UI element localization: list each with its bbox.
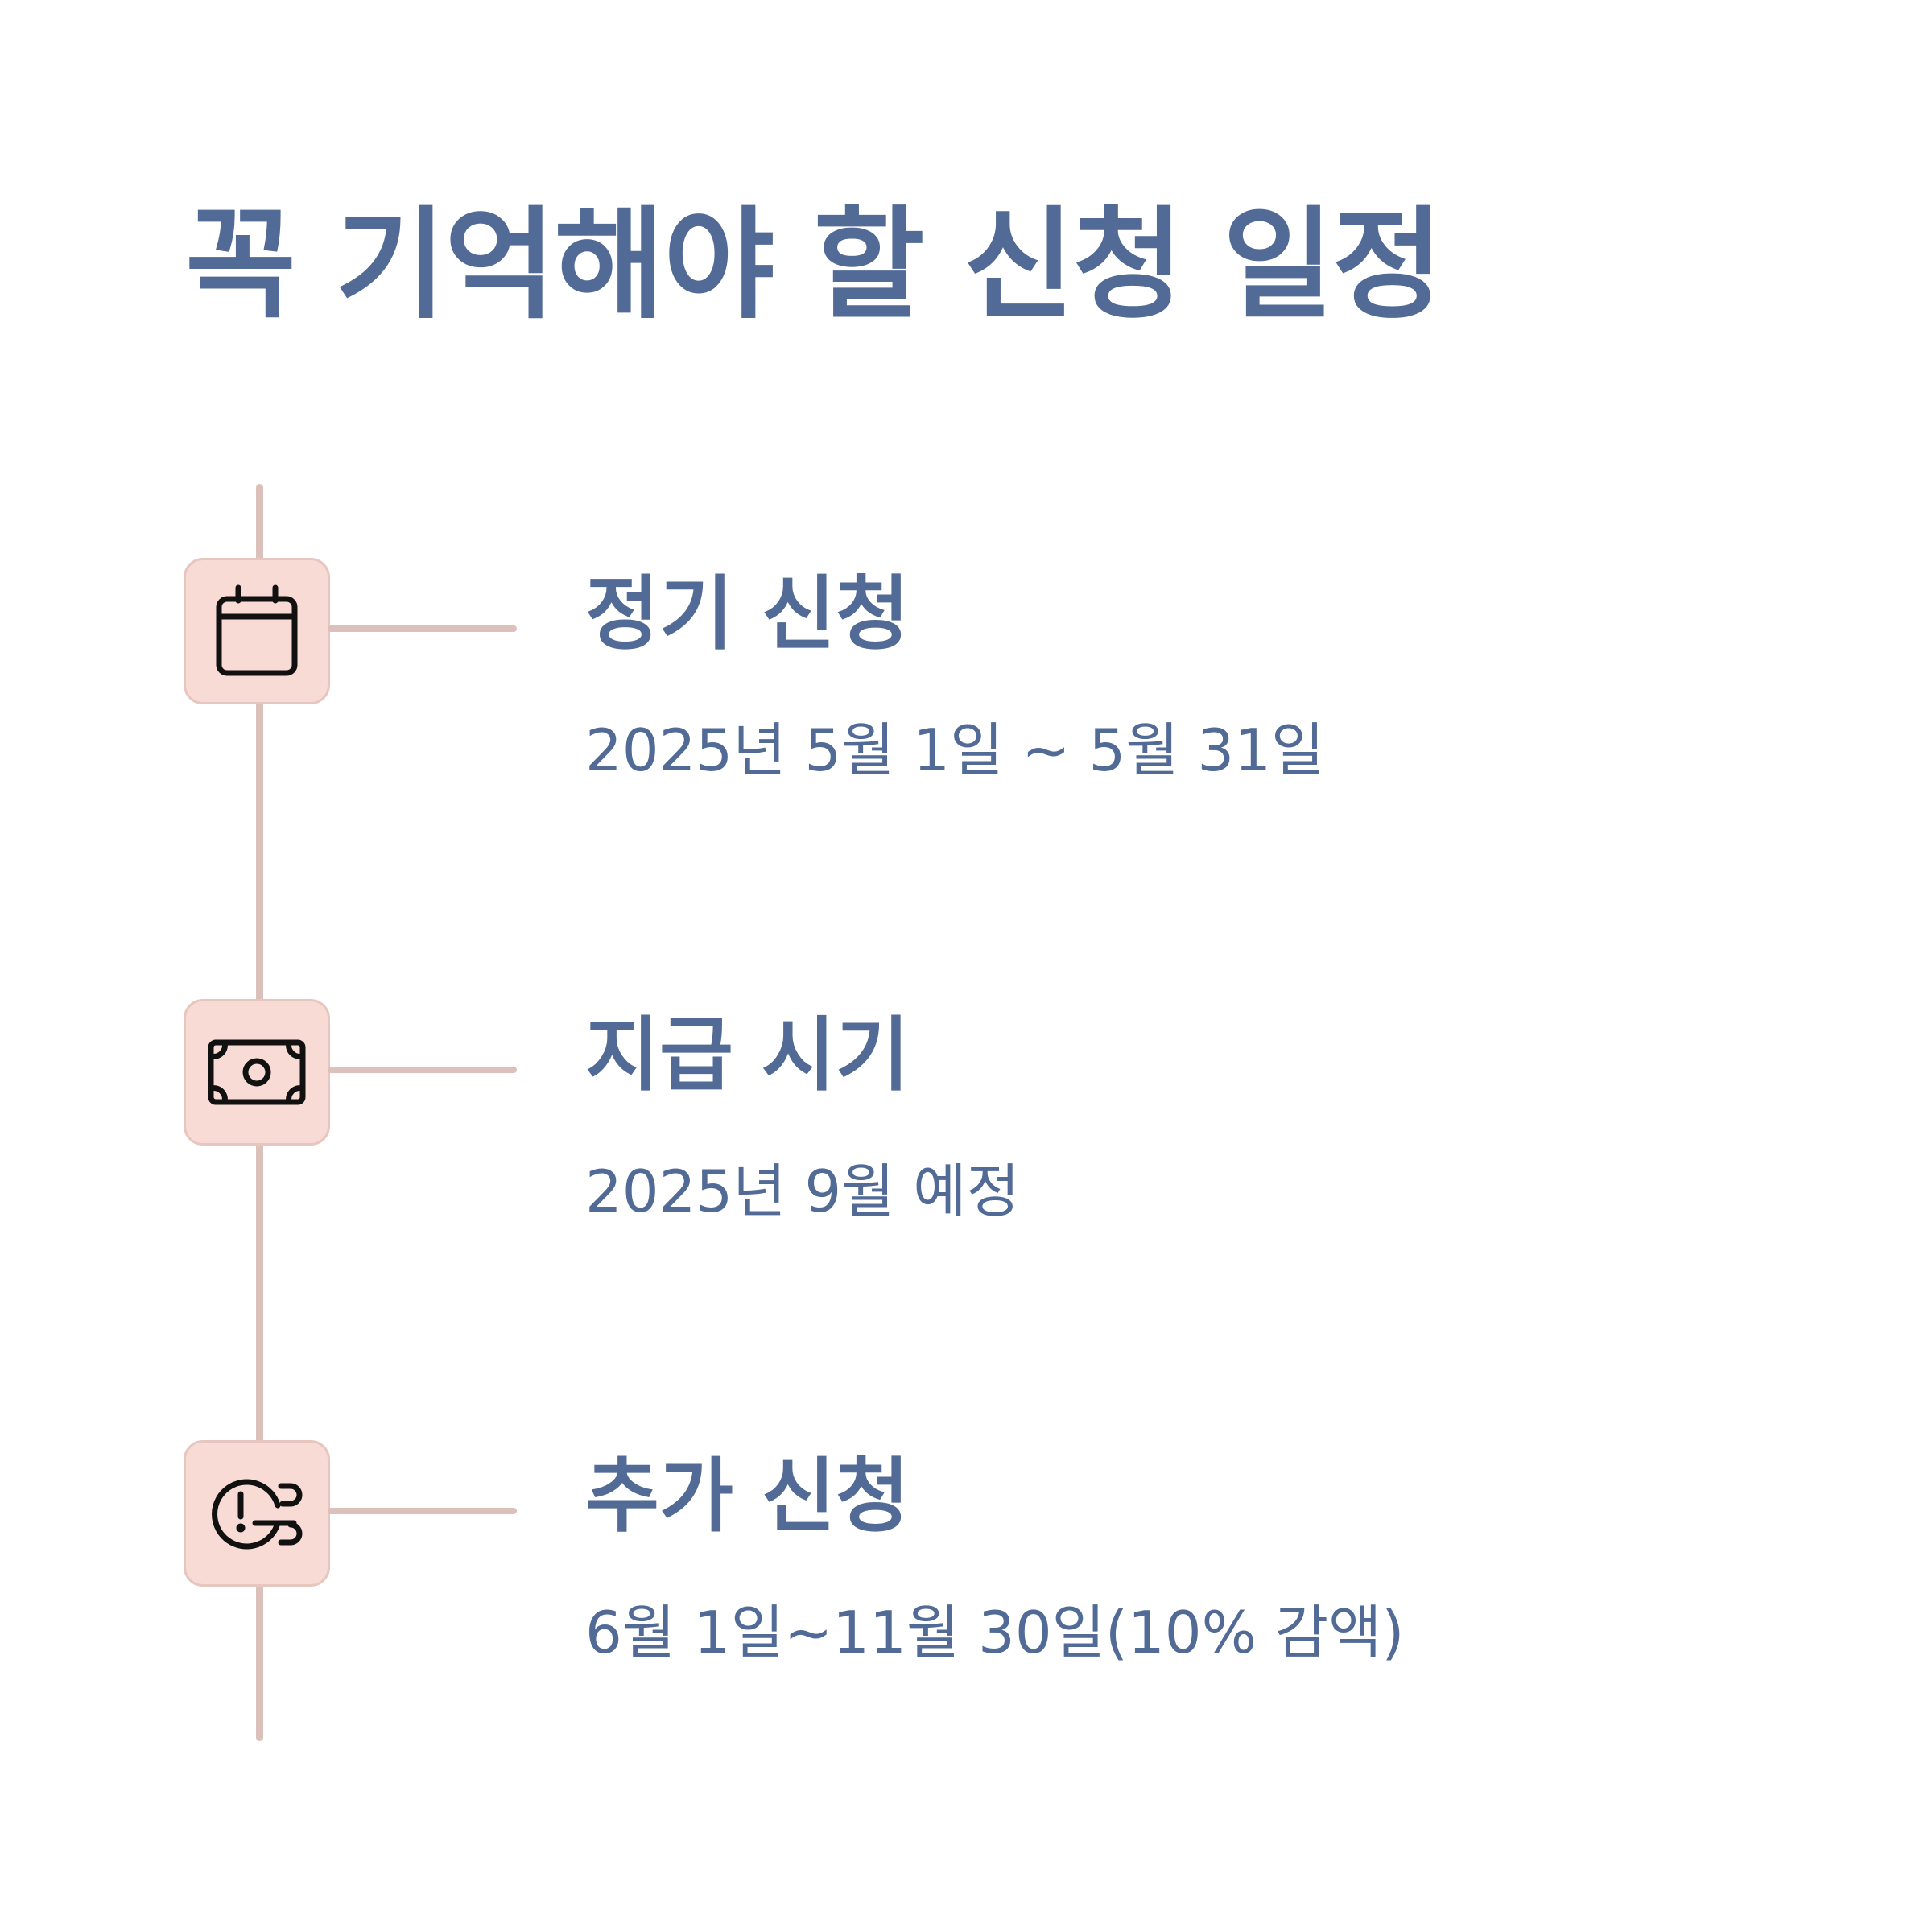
connector — [328, 1508, 517, 1514]
timeline-item-additional: 추가 신청 6월 1일~11월 30일(10% 감액) — [0, 1440, 1932, 1891]
connector — [328, 1067, 517, 1073]
timeline-item-regular: 정기 신청 2025년 5월 1일 ~ 5월 31일 — [0, 558, 1932, 1009]
banknote-icon — [184, 999, 330, 1146]
timeline-item-payment: 지급 시기 2025년 9월 예정 — [0, 999, 1932, 1450]
item-title: 지급 시기 — [585, 1008, 910, 1102]
item-date: 2025년 5월 1일 ~ 5월 31일 — [585, 716, 1325, 784]
item-title: 추가 신청 — [585, 1449, 910, 1543]
item-date: 2025년 9월 예정 — [585, 1158, 1020, 1225]
alert-clock-icon — [184, 1440, 330, 1587]
item-title: 정기 신청 — [585, 567, 910, 661]
connector — [328, 625, 517, 632]
item-date: 6월 1일~11월 30일(10% 감액) — [585, 1599, 1405, 1666]
calendar-icon — [184, 558, 330, 704]
page-title: 꼭 기억해야 할 신청 일정 — [185, 196, 1443, 336]
